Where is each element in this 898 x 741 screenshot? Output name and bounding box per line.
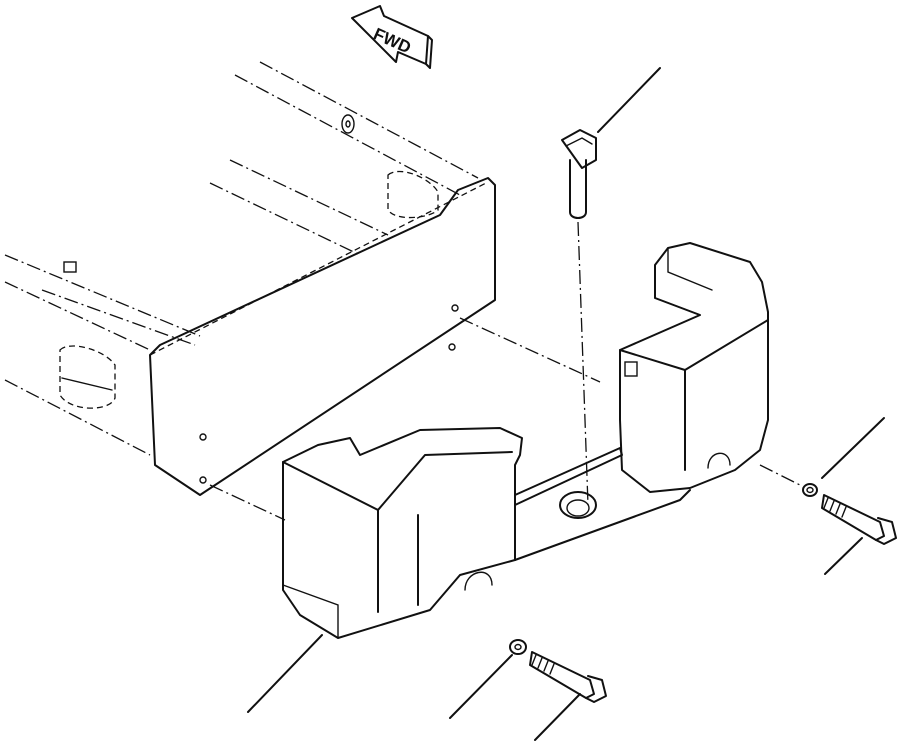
fwd-label: FWD (371, 24, 414, 57)
lock-pin (561, 129, 597, 219)
fwd-direction-arrow: FWD (351, 5, 433, 69)
tractor-frame (4, 61, 801, 521)
frame-front-plate (149, 177, 496, 496)
arrow-left-icon (351, 5, 429, 65)
leader-right-washer (821, 417, 885, 479)
bottom-washer (509, 639, 527, 655)
leader-right-bolt (824, 537, 863, 575)
counterweight (282, 242, 769, 639)
bottom-bolt (529, 651, 607, 703)
leader-bottom-washer (449, 654, 513, 719)
callout-leaders (247, 67, 885, 741)
leader-counterweight (247, 634, 323, 713)
leader-bottom-bolt (534, 693, 581, 741)
leader-pin (597, 67, 661, 133)
right-bolt (821, 494, 897, 545)
right-washer (802, 483, 818, 497)
